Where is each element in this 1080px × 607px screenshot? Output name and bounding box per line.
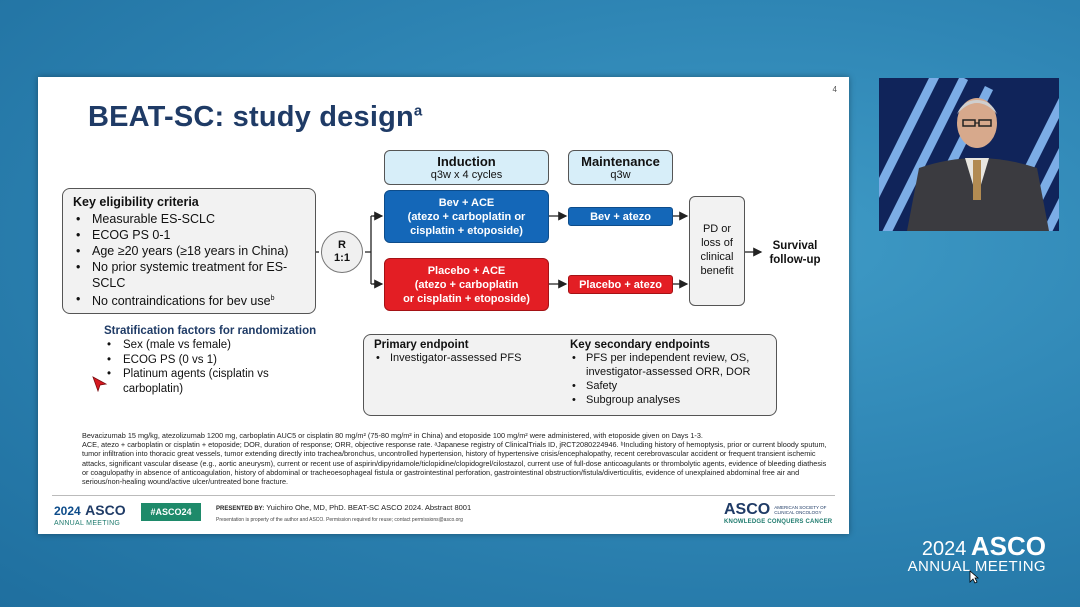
- pd-text: PD or: [702, 223, 732, 235]
- stratification-heading: Stratification factors for randomization: [104, 325, 317, 337]
- slide-title: BEAT-SC: study designa: [88, 101, 422, 134]
- induction-header: Induction q3w x 4 cycles: [384, 150, 549, 185]
- list-item: Age ≥20 years (≥18 years in China): [73, 243, 305, 259]
- footnote-marker: b: [270, 295, 275, 302]
- placebo-atezo-maintenance: Placebo + atezo: [568, 275, 673, 294]
- stratification-factors: Stratification factors for randomization…: [104, 325, 374, 396]
- survival-text: follow-up: [769, 254, 821, 266]
- bev-ace-arm: Bev + ACE (atezo + carboplatin or cispla…: [384, 190, 549, 243]
- slide-footnote: Bevacizumab 15 mg/kg, atezolizumab 1200 …: [82, 431, 832, 486]
- list-item: ECOG PS (0 vs 1): [104, 353, 374, 368]
- logo-year: 2024: [54, 504, 81, 518]
- eligibility-list: Measurable ES-SCLC ECOG PS 0-1 Age ≥20 y…: [73, 211, 305, 309]
- footnote-paragraph: ACE, atezo + carboplatin or cisplatin + …: [82, 440, 827, 487]
- list-item: Sex (male vs female): [104, 338, 374, 353]
- bg-logo-year: 2024: [921, 538, 967, 560]
- footnote-paragraph: Bevacizumab 15 mg/kg, atezolizumab 1200 …: [82, 431, 703, 440]
- arm-detail: (atezo + carboplatin: [414, 279, 519, 291]
- society-name-line: CLINICAL ONCOLOGY: [774, 510, 822, 515]
- slide-title-text: BEAT-SC: study design: [88, 101, 414, 133]
- presenter-credit: PRESENTED BY: Yuichiro Ohe, MD, PhD. BEA…: [216, 503, 471, 512]
- randomization-split-line: [365, 215, 381, 285]
- eligibility-heading: Key eligibility criteria: [73, 195, 199, 209]
- induction-title: Induction: [437, 154, 496, 169]
- presenter-name: Yuichiro Ohe, MD, PhD. BEAT-SC ASCO 2024…: [266, 503, 472, 512]
- asco-annual-meeting-logo: 2024 ASCO ANNUAL MEETING: [54, 502, 126, 527]
- asco-society-logo: ASCO AMERICAN SOCIETY OF CLINICAL ONCOLO…: [724, 501, 834, 525]
- randomization-ratio: 1:1: [334, 252, 350, 264]
- list-item: No contraindications for bev useb: [73, 291, 305, 309]
- slide-number: 4: [832, 85, 837, 94]
- primary-endpoint-list: Investigator-assessed PFS: [374, 351, 564, 365]
- secondary-endpoints-list: PFS per independent review, OS, investig…: [570, 351, 775, 407]
- list-item-text: No contraindications for bev use: [92, 294, 271, 309]
- flow-arrows: [316, 211, 763, 289]
- secondary-endpoints-column: Key secondary endpoints PFS per independ…: [570, 339, 775, 407]
- list-item: ECOG PS 0-1: [73, 227, 305, 243]
- logo-asco: ASCO: [85, 502, 126, 518]
- survival-text: Survival: [772, 240, 818, 252]
- endpoints-box: Primary endpoint Investigator-assessed P…: [363, 334, 777, 416]
- arm-detail: cisplatin + etoposide): [410, 225, 523, 237]
- pd-text: benefit: [700, 265, 734, 277]
- society-name-line: AMERICAN SOCIETY OF: [774, 505, 827, 510]
- footer-divider: [52, 495, 835, 496]
- randomization-label: R: [338, 239, 346, 251]
- pd-loss-of-benefit-box: PD or loss of clinical benefit: [689, 196, 745, 306]
- primary-endpoint-heading: Primary endpoint: [374, 339, 469, 351]
- bg-logo-meeting: ANNUAL MEETING: [907, 558, 1046, 575]
- arm-detail: (atezo + carboplatin or: [407, 211, 526, 223]
- list-item: Platinum agents (cisplatin vs carboplati…: [104, 367, 298, 396]
- arm-label: Placebo + ACE: [427, 265, 506, 277]
- slide-title-superscript: a: [413, 102, 423, 120]
- speaker-video-feed: [879, 78, 1059, 231]
- induction-schedule: q3w x 4 cycles: [430, 169, 503, 181]
- survival-follow-up-label: Survival follow-up: [764, 239, 826, 267]
- society-name: AMERICAN SOCIETY OF CLINICAL ONCOLOGY: [774, 505, 826, 515]
- presentation-slide: 4 BEAT-SC: study designa Induction q3w x…: [38, 77, 849, 534]
- speaker-image: [879, 78, 1059, 231]
- pd-text: clinical: [700, 251, 734, 263]
- secondary-endpoints-heading: Key secondary endpoints: [570, 339, 710, 351]
- society-logo-asco: ASCO: [724, 501, 771, 518]
- property-note: Presentation is property of the author a…: [216, 517, 463, 523]
- randomization-node: R 1:1: [321, 231, 363, 273]
- list-item: Safety: [570, 379, 775, 393]
- list-item: Measurable ES-SCLC: [73, 211, 305, 227]
- bg-logo-asco: ASCO: [970, 531, 1046, 561]
- maintenance-header: Maintenance q3w: [568, 150, 673, 185]
- mouse-cursor-icon: [969, 570, 979, 584]
- arm-label: Bev + ACE: [438, 197, 495, 209]
- placebo-ace-arm: Placebo + ACE (atezo + carboplatin or ci…: [384, 258, 549, 311]
- red-pointer-icon: [92, 376, 108, 392]
- list-item: Investigator-assessed PFS: [374, 351, 564, 365]
- stratification-list: Sex (male vs female) ECOG PS (0 vs 1) Pl…: [104, 338, 374, 396]
- logo-subtitle: ANNUAL MEETING: [54, 520, 121, 527]
- hashtag-badge: #ASCO24: [141, 503, 201, 521]
- primary-endpoint-column: Primary endpoint Investigator-assessed P…: [374, 339, 564, 365]
- presented-by-label: PRESENTED BY:: [216, 506, 265, 512]
- list-item: PFS per independent review, OS, investig…: [570, 351, 775, 379]
- pd-text: loss of: [701, 237, 733, 249]
- bev-atezo-maintenance: Bev + atezo: [568, 207, 673, 226]
- arm-detail: or cisplatin + etoposide): [403, 293, 530, 305]
- background-meeting-logo: 2024 ASCO ANNUAL MEETING: [908, 531, 1046, 575]
- list-item: Subgroup analyses: [570, 393, 775, 407]
- maintenance-schedule: q3w: [610, 169, 631, 181]
- eligibility-criteria-box: Key eligibility criteria Measurable ES-S…: [62, 188, 316, 314]
- list-item: No prior systemic treatment for ES-SCLC: [73, 259, 305, 291]
- maintenance-title: Maintenance: [581, 154, 660, 169]
- society-tagline: KNOWLEDGE CONQUERS CANCER: [724, 519, 833, 525]
